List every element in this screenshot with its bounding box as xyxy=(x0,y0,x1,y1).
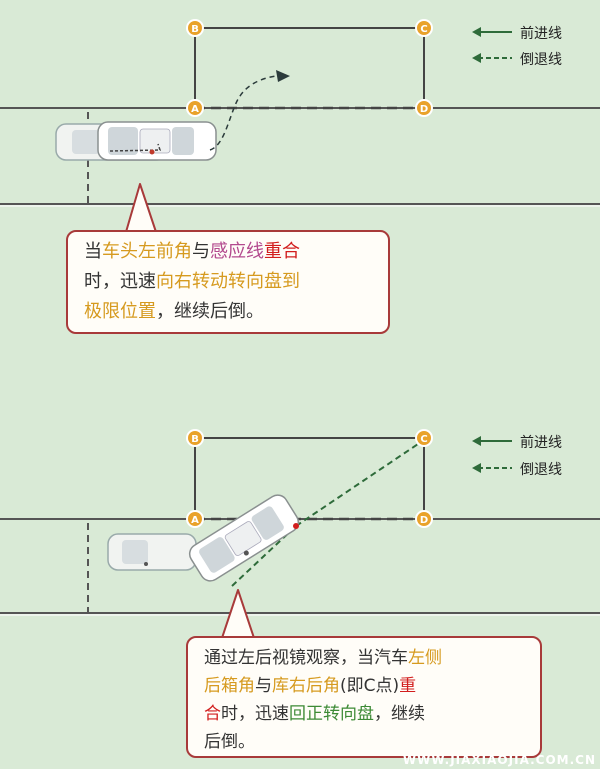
point-d-1 xyxy=(415,99,433,117)
legend-reverse-label: 倒退线 xyxy=(520,52,562,68)
point-a-1 xyxy=(186,99,204,117)
car-main-2 xyxy=(188,494,300,582)
point-c-2 xyxy=(415,429,433,447)
callout-2-line-4: 后倒。 xyxy=(204,732,255,752)
legend-forward-label-2: 前进线 xyxy=(520,435,562,451)
garage-outline-2 xyxy=(194,437,425,519)
reverse-arrow-icon xyxy=(472,53,512,63)
point-b-1-label: B xyxy=(191,24,199,35)
point-a-2-label: A xyxy=(191,515,199,526)
watermark: WWW.JIAXIAOJIA.COM.CN xyxy=(402,753,596,767)
trajectory-arrowhead xyxy=(276,70,290,82)
forward-arrow-icon xyxy=(472,27,512,37)
legend-reverse-label-2: 倒退线 xyxy=(520,462,562,478)
reverse-arrow-icon-2 xyxy=(472,463,512,473)
point-d-1-label: D xyxy=(420,104,428,115)
callout-2-line-3: 合时，迅速回正转向盘，继续 xyxy=(204,704,425,724)
point-d-2 xyxy=(415,510,433,528)
forward-arrow-icon-2 xyxy=(472,436,512,446)
sight-line xyxy=(295,439,425,527)
callout-1-line-1: 当车头左前角与感应线重合 xyxy=(84,241,300,262)
car-main xyxy=(97,121,217,161)
callout-2-line-1: 通过左后视镜观察，当汽车左侧 xyxy=(204,648,442,668)
garage-outline xyxy=(194,27,425,108)
legend-forward-label: 前进线 xyxy=(520,26,562,42)
point-b-1 xyxy=(186,19,204,37)
panel-1-diagram: B C A D xyxy=(0,19,600,233)
rear-corner-marker xyxy=(293,523,299,529)
callout-1-line-3: 极限位置，继续后倒。 xyxy=(84,301,264,322)
point-b-2-label: B xyxy=(191,434,199,445)
callout-2-line-2: 后箱角与库右后角(即C点)重 xyxy=(204,676,417,696)
car-ghost-2 xyxy=(107,533,197,571)
point-c-1-label: C xyxy=(420,24,427,35)
callout-2: 通过左后视镜观察，当汽车左侧 后箱角与库右后角(即C点)重 合时，迅速回正转向盘… xyxy=(186,636,542,758)
point-c-1 xyxy=(415,19,433,37)
trajectory-arrow xyxy=(209,75,277,151)
point-a-2 xyxy=(186,510,204,528)
panel-2-diagram: B C A D xyxy=(0,429,600,639)
callout-1: 当车头左前角与感应线重合 时，迅速向右转动转向盘到 极限位置，继续后倒。 xyxy=(66,230,390,334)
point-a-1-label: A xyxy=(191,104,199,115)
callout-1-pointer xyxy=(125,183,157,233)
point-d-2-label: D xyxy=(420,515,428,526)
point-b-2 xyxy=(186,429,204,447)
point-c-2-label: C xyxy=(420,434,427,445)
callout-1-line-2: 时，迅速向右转动转向盘到 xyxy=(84,271,300,292)
